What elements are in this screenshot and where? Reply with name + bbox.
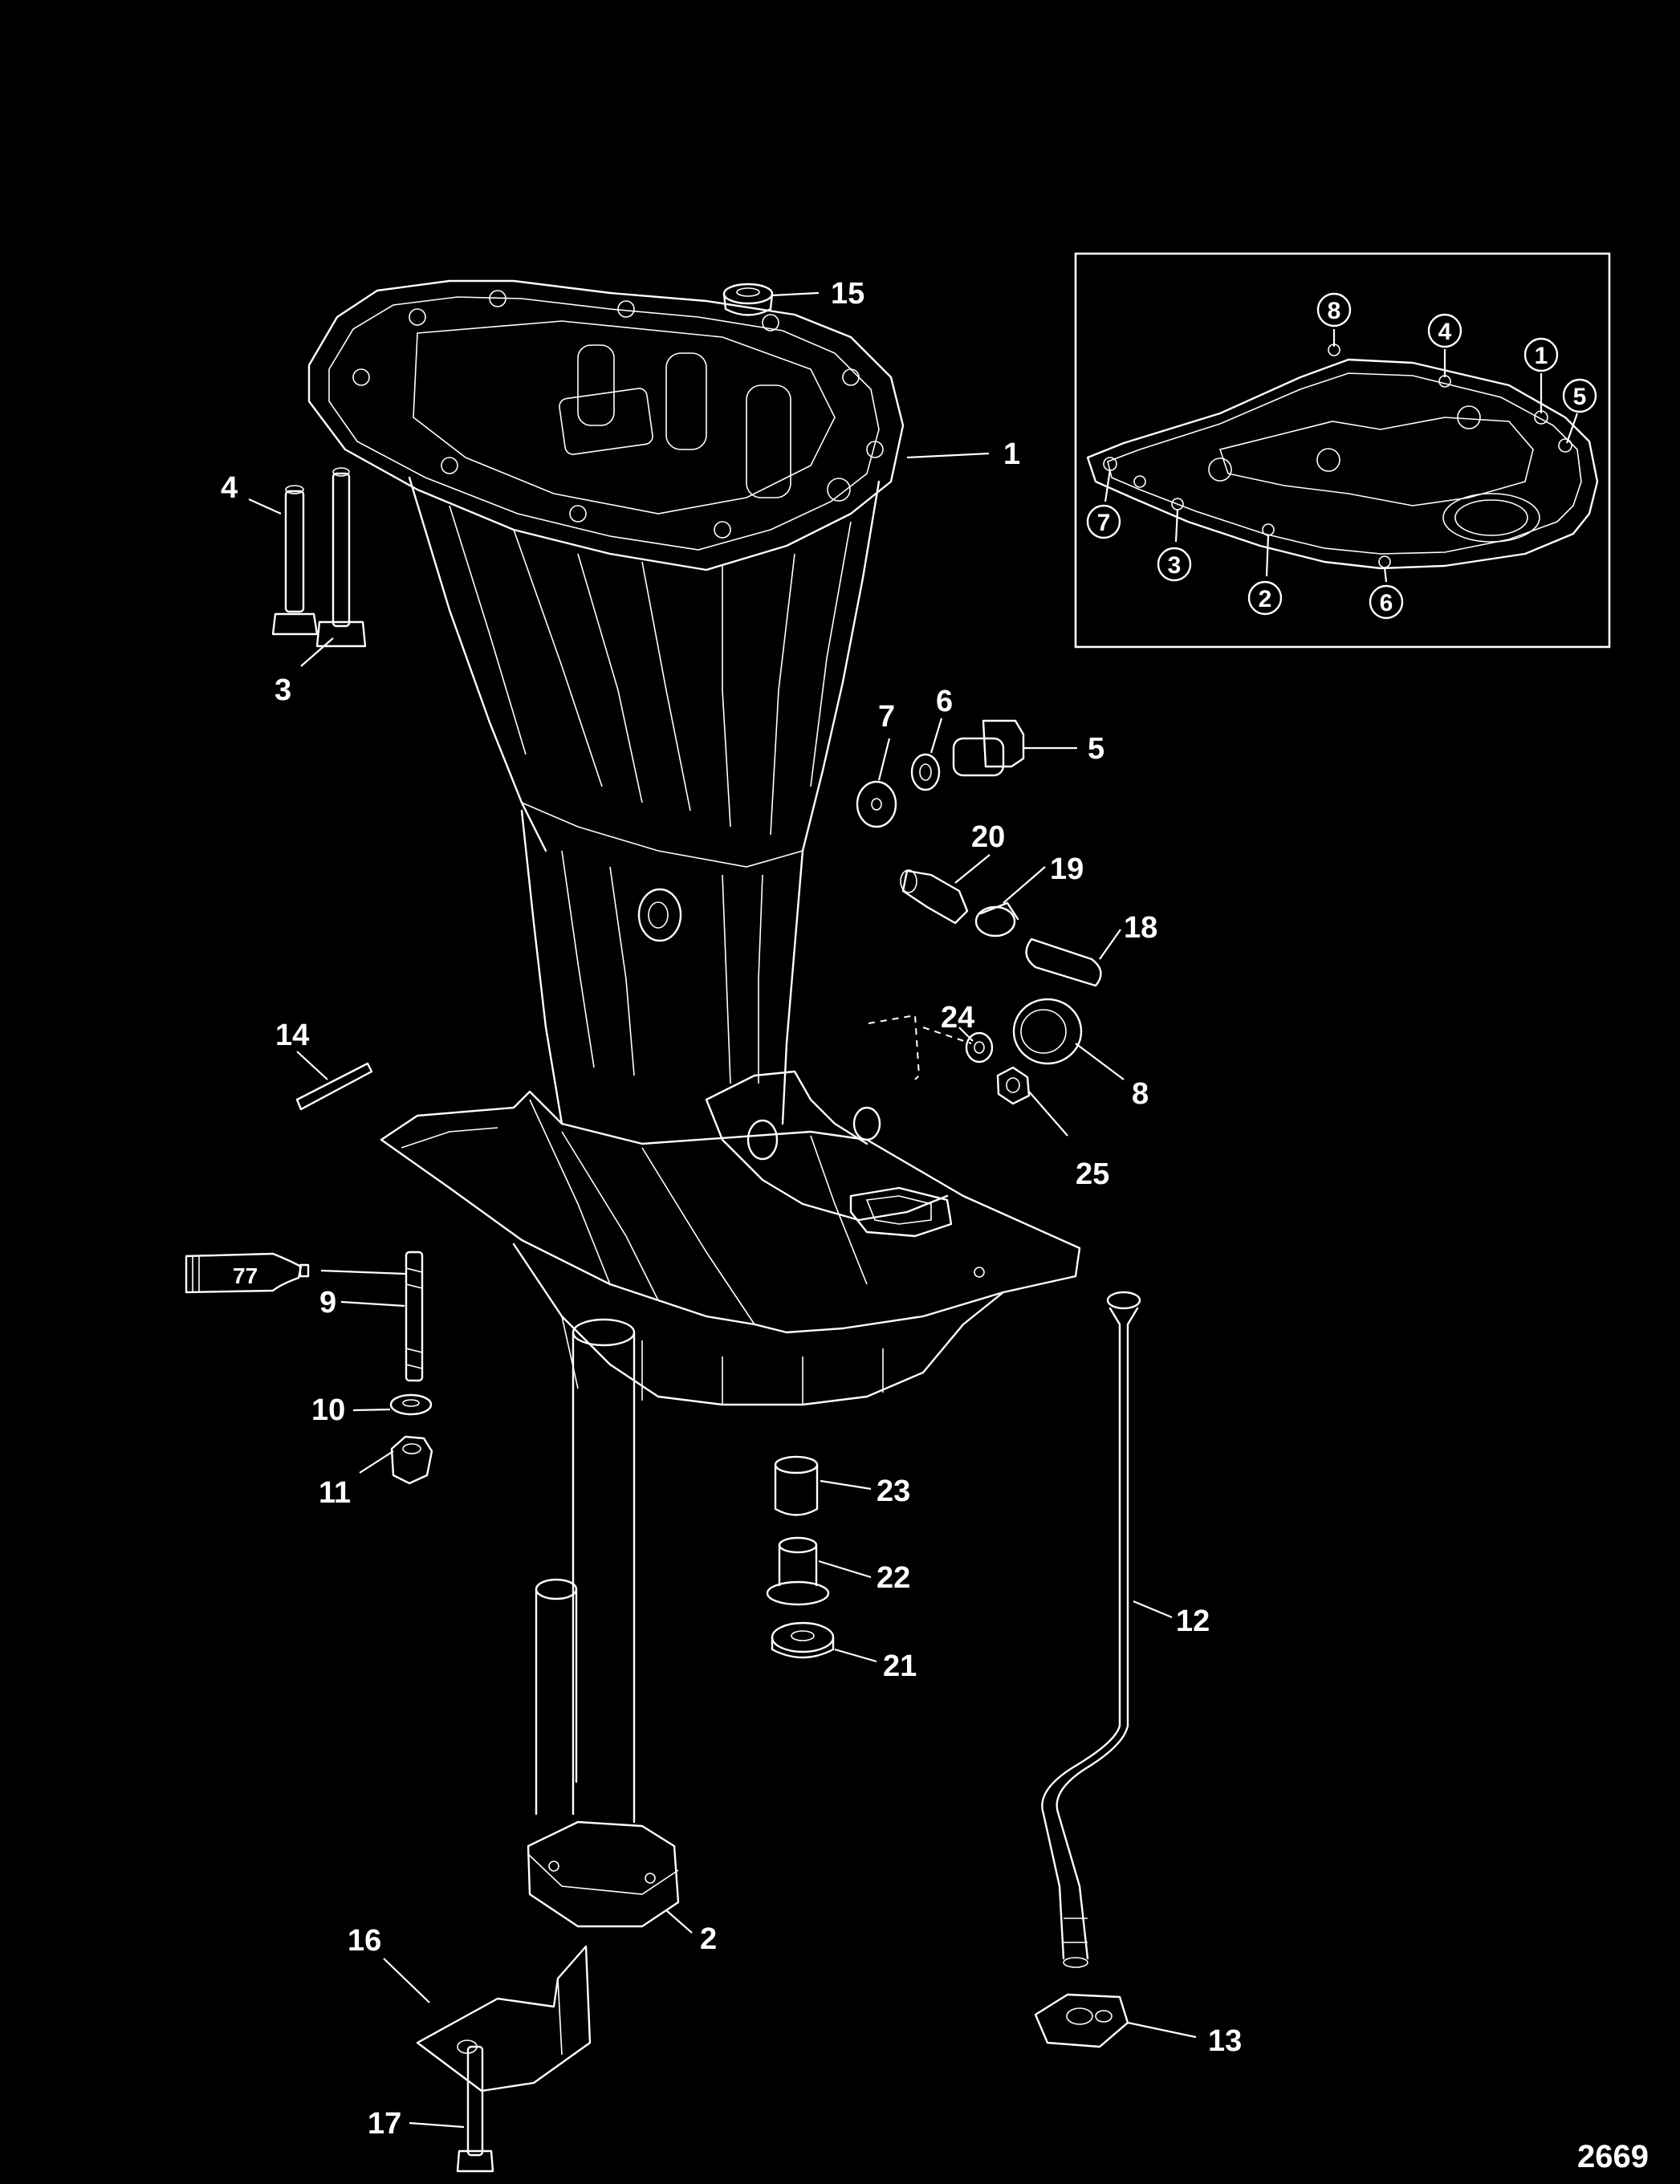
part-15-grommet: [722, 283, 774, 316]
sequence-number-2: 2: [1259, 586, 1272, 612]
callout-16: 16: [348, 1924, 381, 1958]
callout-20: 20: [971, 820, 1005, 854]
part-25-nut: [996, 1066, 1031, 1105]
callout-1: 1: [1003, 437, 1020, 471]
part-2-water-tube-assembly: [527, 1318, 680, 1928]
part-8-seal: [1012, 998, 1083, 1065]
inset-frame: [1074, 252, 1611, 649]
driveshaft-housing: [307, 279, 1081, 1406]
sequence-number-4: 4: [1438, 319, 1452, 345]
sequence-number-3: 3: [1168, 552, 1182, 579]
part-6-washer: [910, 753, 941, 791]
part-24-washer: [965, 1031, 994, 1064]
part-5-plug: [952, 719, 1025, 777]
callout-19: 19: [1050, 852, 1084, 886]
part-20-fitting: [900, 869, 969, 925]
sequence-number-1: 1: [1535, 343, 1548, 369]
callout-22: 22: [877, 1561, 910, 1595]
part-23-bushing: [774, 1455, 819, 1516]
callout-7: 7: [878, 700, 895, 734]
callout-9: 9: [319, 1286, 336, 1320]
part-4-bolt: [271, 485, 319, 636]
callout-25: 25: [1076, 1157, 1109, 1191]
callout-11: 11: [319, 1476, 351, 1510]
part-21-grommet: [771, 1621, 835, 1659]
callout-8: 8: [1132, 1077, 1149, 1111]
part-19-clamp: [974, 901, 1019, 937]
callout-2: 2: [700, 1922, 717, 1956]
callout-12: 12: [1176, 1604, 1210, 1638]
callout-15: 15: [831, 277, 864, 311]
part-11-nut: [390, 1435, 433, 1485]
callout-leaders: [248, 291, 1197, 2129]
callout-10: 10: [311, 1393, 345, 1427]
figure-number: 2669: [1577, 2139, 1649, 2174]
part-17-bolt: [456, 2045, 494, 2173]
callout-13: 13: [1208, 2024, 1242, 2058]
callout-labels: 1 2 3 4 5 6 7 8 9 10 11 12 13 14 15 16 1…: [221, 277, 1649, 2174]
callout-5: 5: [1088, 732, 1104, 766]
part-22-bushing: [766, 1536, 830, 1606]
sealant-tube-label: 77: [233, 1263, 258, 1288]
callout-17: 17: [368, 2107, 401, 2141]
sequence-number-8: 8: [1328, 298, 1341, 324]
part-18-hose: [1025, 937, 1102, 987]
part-9-stud: [405, 1251, 424, 1382]
bolt-sequence-inset: 8 4 1 5 7 3 2 6: [1074, 252, 1611, 649]
callout-6: 6: [936, 685, 953, 718]
callout-4: 4: [221, 471, 238, 505]
sealant-tube: [185, 1252, 310, 1294]
part-12-water-tube: [1041, 1291, 1141, 1968]
part-3-bolt: [315, 467, 367, 648]
callout-18: 18: [1124, 911, 1157, 945]
sequence-number-7: 7: [1097, 510, 1111, 536]
part-14-strip: [295, 1062, 373, 1111]
callout-23: 23: [877, 1474, 910, 1508]
callout-24: 24: [941, 1001, 974, 1035]
callout-3: 3: [275, 673, 291, 707]
sequence-number-6: 6: [1380, 590, 1393, 616]
part-10-washer: [389, 1393, 433, 1416]
callout-21: 21: [883, 1649, 917, 1683]
part-7-washer: [856, 780, 897, 828]
callout-14: 14: [275, 1019, 309, 1052]
sequence-number-5: 5: [1573, 384, 1587, 410]
